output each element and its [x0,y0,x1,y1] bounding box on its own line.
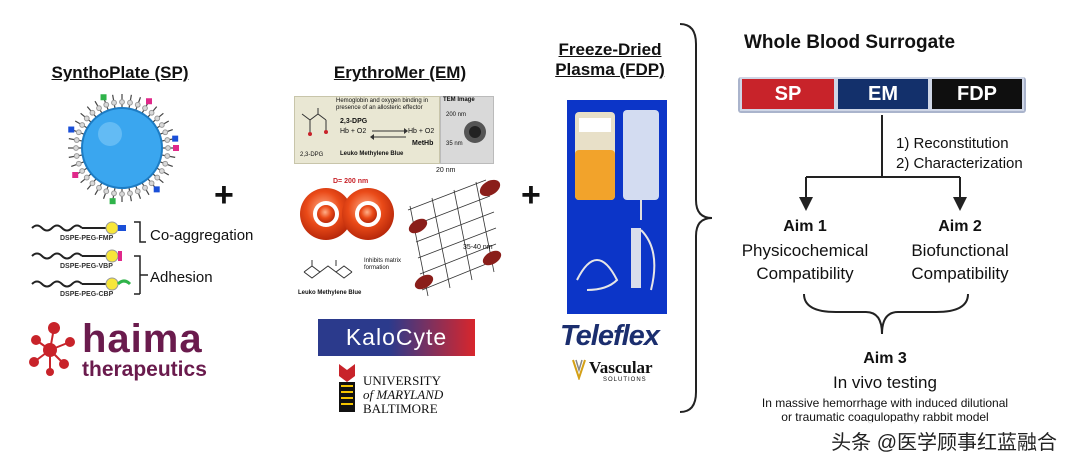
haima-logo-subtext: therapeutics [82,358,207,381]
aim1-line1: Physicochemical [741,241,869,260]
kalocyte-logo: KaloCyte [318,319,475,356]
leuko-methylene-structure-icon [303,260,353,279]
em-35-40nm: 35-40 nm [463,244,493,251]
em-leuko-top: Leuko Methylene Blue [340,151,404,157]
step-reconstitution: 1) Reconstitution [896,135,1009,152]
equilibrium-arrow-icon [370,128,408,140]
teleflex-logo: Teleflex [560,320,660,352]
plus-sign-2: + [521,176,541,214]
sp-peg-legend [31,221,132,291]
vascular-logo: Vascular [589,358,653,377]
tem-label: TEM Image [443,97,475,103]
em-hb-right: Hb + O2 [408,128,435,135]
surrogate-title: Whole Blood Surrogate [744,32,956,53]
dpg-structure-icon [301,108,328,136]
em-inhibits: Inhibits matrix formation [364,258,402,271]
flow-arrows [799,115,967,211]
step-characterization: 2) Characterization [896,155,1023,172]
em-methb-label: MetHb [412,140,434,147]
segment-fdp: FDP [930,77,1024,111]
em-title: ErythroMer (EM) [333,63,467,82]
em-chemistry-panel [294,96,440,164]
umb-shield-icon [339,364,355,412]
aim2-heading: Aim 2 [938,218,982,235]
aim1-line2: Compatibility [756,264,854,283]
legend-vbp: DSPE-PEG-VBP [60,263,113,270]
aim3-line2: In massive hemorrhage with induced dilut… [761,396,1009,410]
aim2-line2: Compatibility [911,264,1009,283]
em-hb-left: Hb + O2 [340,128,367,135]
watermark: 头条 @医学顾事红蓝融合 [735,422,1057,458]
surrogate-bar: SP EM FDP [738,77,1026,113]
em-panel-caption: Hemoglobin and oxygen binding in presenc… [336,98,429,111]
haima-molecule-icon [29,322,75,376]
aim1-heading: Aim 1 [783,218,827,235]
erythromer-sphere-icons [300,188,394,240]
plus-sign-1: + [214,176,234,214]
fdp-bags-icon [575,110,659,291]
synthoplate-nanoparticle-icon [68,94,179,205]
segment-em: EM [836,77,930,111]
fdp-title-line1: Freeze-Dried [558,40,662,59]
grouping-brace [679,23,713,413]
tem-35: 35 nm [446,141,463,147]
aim3-bracket [803,293,969,335]
em-leuko-bottom: Leuko Methylene Blue [298,290,362,296]
em-20nm: 20 nm [436,167,456,174]
aim3-line3: or traumatic coagulopathy rabbit model [781,410,989,424]
umb-line1: UNIVERSITY [363,373,441,388]
em-dpg-label: 2,3-DPG [340,118,368,125]
fdp-title-line2: Plasma (FDP) [555,60,665,79]
vascular-solutions: SOLUTIONS [603,377,647,383]
em-dpg-small: 2,3-DPG [300,152,324,158]
em-d-label: D= 200 nm [333,178,369,185]
umb-line2: of MARYLAND [363,387,444,402]
sp-title: SynthoPlate (SP) [51,63,189,82]
co-aggregation-label: Co-aggregation [150,227,254,244]
legend-brackets [134,221,148,295]
aim3-heading: Aim 3 [863,350,907,367]
vascular-mark-icon [572,359,586,380]
umb-line3: BALTIMORE [363,401,438,416]
polymer-network-icon [407,179,502,297]
legend-cbp: DSPE-PEG-CBP [60,291,114,298]
adhesion-label: Adhesion [150,269,213,286]
aim2-line1: Biofunctional [911,241,1009,260]
tem-particle-icon [464,121,486,143]
tem-200: 200 nm [446,112,467,118]
legend-fmp: DSPE-PEG-FMP [60,235,114,242]
aim3-line1: In vivo testing [833,373,937,392]
haima-logo-text: haima [82,317,203,361]
segment-sp: SP [740,77,836,111]
